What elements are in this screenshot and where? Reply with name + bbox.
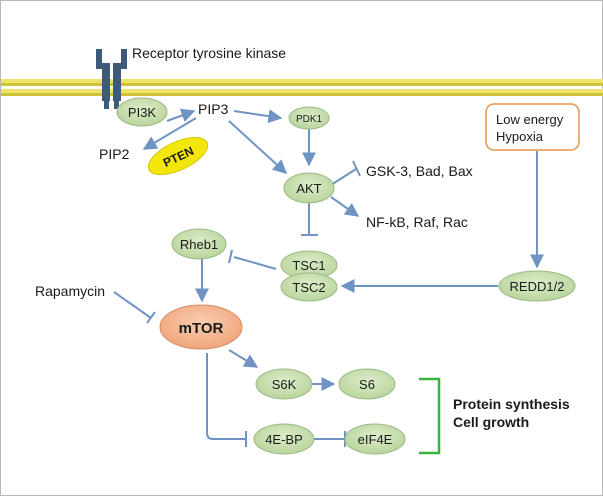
node-pip3-label: PIP3 bbox=[198, 101, 229, 117]
node-4ebp: 4E-BP bbox=[253, 423, 315, 455]
node-tsc1-label: TSC1 bbox=[292, 258, 325, 273]
cell-membrane bbox=[1, 79, 603, 96]
edge-rapamycin-bar bbox=[146, 311, 156, 324]
node-akt-label: AKT bbox=[296, 181, 321, 196]
outcome-line2: Cell growth bbox=[453, 414, 529, 430]
node-pip2-label: PIP2 bbox=[99, 146, 130, 162]
node-eif4e-label: eIF4E bbox=[358, 432, 393, 447]
edge-mtor-4ebp-inhibit bbox=[206, 353, 245, 440]
edge-pip3-pdk1 bbox=[233, 109, 283, 124]
rapamycin-label: Rapamycin bbox=[35, 283, 105, 299]
edge-pip3-akt bbox=[228, 120, 288, 174]
edge-tsc-rheb-bar bbox=[228, 249, 233, 264]
node-pten: PTEN bbox=[147, 136, 209, 176]
node-s6: S6 bbox=[338, 368, 396, 400]
edge-tsc-rheb-inhibit bbox=[233, 256, 277, 270]
outcome-bracket bbox=[419, 377, 441, 455]
node-redd-label: REDD1/2 bbox=[510, 279, 565, 294]
node-tsc1: TSC1 bbox=[280, 250, 338, 280]
edge-mtor-s6k bbox=[228, 349, 259, 368]
node-pi3k: PI3K bbox=[116, 97, 168, 127]
node-mtor-label: mTOR bbox=[179, 320, 224, 337]
node-s6k: S6K bbox=[255, 368, 313, 400]
node-mtor: mTOR bbox=[159, 304, 243, 350]
node-pi3k-label: PI3K bbox=[128, 105, 157, 120]
node-4ebp-label: 4E-BP bbox=[265, 432, 303, 447]
edge-pi3k-pip3 bbox=[166, 108, 196, 122]
node-redd: REDD1/2 bbox=[498, 270, 576, 302]
receptor-label: Receptor tyrosine kinase bbox=[132, 45, 286, 61]
receptor-icon bbox=[96, 49, 127, 109]
edge-akt-gsk-inhibit bbox=[330, 168, 357, 186]
node-tsc2: TSC2 bbox=[280, 272, 338, 302]
stress-line2: Hypoxia bbox=[496, 129, 544, 144]
node-s6k-label: S6K bbox=[272, 377, 297, 392]
node-tsc2-label: TSC2 bbox=[292, 280, 325, 295]
node-pdk1: PDK1 bbox=[288, 106, 330, 130]
node-rheb1: Rheb1 bbox=[171, 228, 227, 260]
node-akt: AKT bbox=[283, 172, 335, 204]
edge-rapamycin-inhibit bbox=[113, 291, 152, 319]
edge-akt-nfkb bbox=[330, 196, 360, 217]
edge-akt-gsk-bar bbox=[352, 160, 361, 177]
edge-pip3-pip2 bbox=[142, 117, 197, 150]
akt-target-nfkb: NF-kB, Raf, Rac bbox=[366, 214, 468, 230]
node-pdk1-label: PDK1 bbox=[296, 114, 323, 125]
node-eif4e: eIF4E bbox=[344, 423, 406, 455]
pathway-edges bbox=[113, 108, 544, 447]
akt-target-gsk: GSK-3, Bad, Bax bbox=[366, 163, 473, 179]
outcome-line1: Protein synthesis bbox=[453, 396, 570, 412]
stress-line1: Low energy bbox=[496, 112, 564, 127]
node-s6-label: S6 bbox=[359, 377, 375, 392]
stress-box bbox=[485, 103, 580, 151]
node-rheb1-label: Rheb1 bbox=[180, 237, 218, 252]
